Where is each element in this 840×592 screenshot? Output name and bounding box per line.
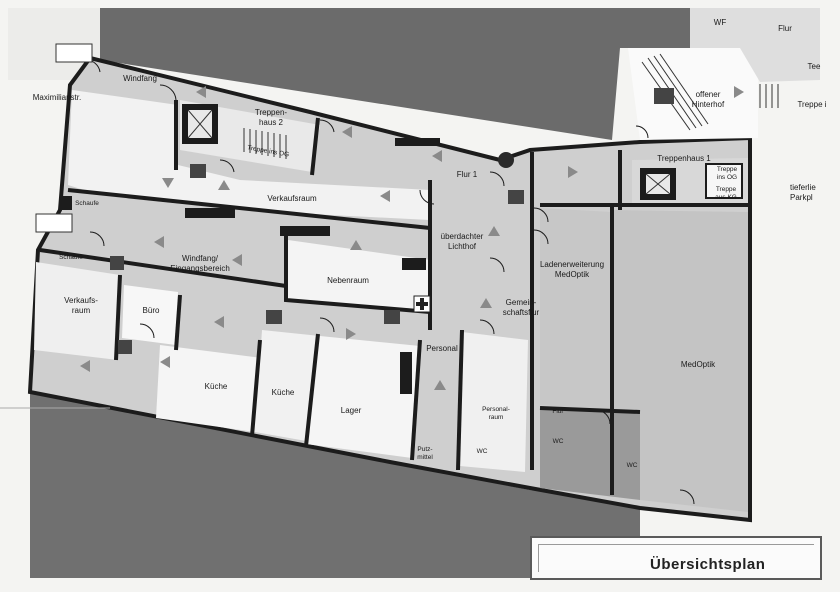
outside-area-top <box>100 8 690 140</box>
stair-box-og <box>705 163 743 199</box>
outside-area-bottom <box>30 392 640 578</box>
room-hinterhof <box>628 48 758 140</box>
room-personal-raum <box>460 332 528 472</box>
room-buero <box>122 285 178 345</box>
room-ladenerweiterung <box>540 208 612 410</box>
room-kueche2 <box>255 330 320 442</box>
first-aid-icon <box>413 295 431 313</box>
lift-shaft-left <box>182 104 218 144</box>
title-box: Übersichtsplan <box>530 536 822 580</box>
room-wc-block <box>540 408 640 500</box>
room-nebenraum <box>288 240 430 310</box>
lift-shaft-right <box>640 168 676 200</box>
room-lager <box>306 336 420 458</box>
door-swings <box>85 59 695 505</box>
plan-title: Übersichtsplan <box>650 556 766 573</box>
room-medoptik <box>614 210 748 512</box>
fire-extinguisher-icon <box>498 152 514 168</box>
room-verkaufsraum <box>68 90 430 220</box>
room-verkaufsraum-left <box>34 262 120 360</box>
stairs-treppenhaus2 <box>243 128 287 159</box>
wall-blocks <box>60 138 440 394</box>
exit-signs <box>35 43 674 354</box>
room-kueche <box>156 345 262 432</box>
room-top-right <box>690 8 820 82</box>
escape-arrows <box>80 86 744 390</box>
